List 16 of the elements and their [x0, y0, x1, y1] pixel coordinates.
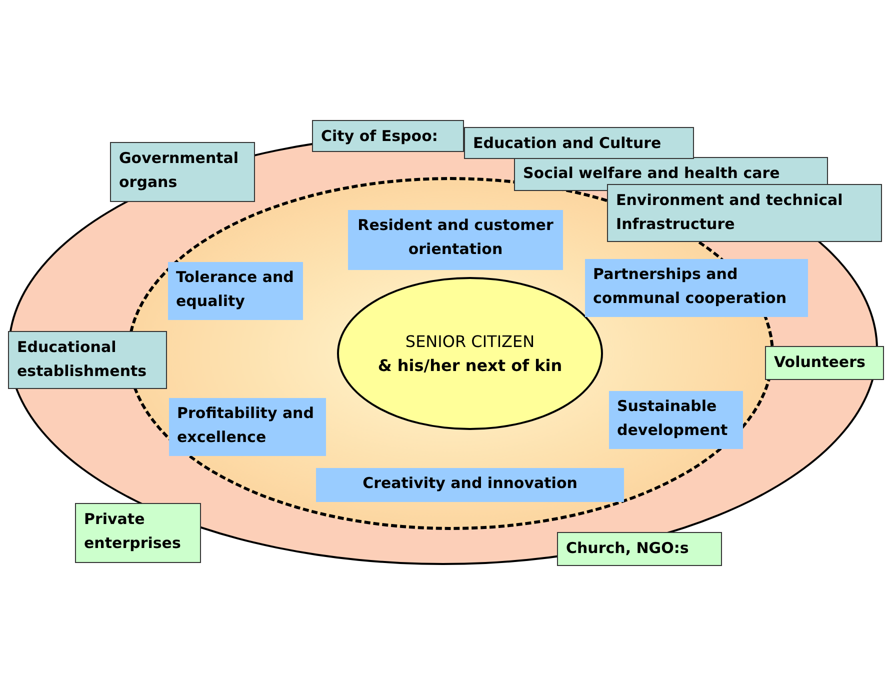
stakeholder-box: Church, NGO:s	[557, 532, 722, 566]
stakeholder-box: Education and Culture	[464, 127, 694, 159]
value-box: Creativity and innovation	[316, 468, 624, 502]
value-box: Partnerships and communal cooperation	[585, 259, 808, 317]
stakeholder-box: Private enterprises	[75, 503, 201, 563]
value-box: Tolerance and equality	[168, 262, 303, 320]
stakeholder-box: Governmental organs	[110, 142, 255, 202]
stakeholder-box: City of Espoo:	[312, 120, 464, 152]
value-box: Profitability and excellence	[169, 398, 326, 456]
stakeholder-box: Educational establishments	[8, 331, 167, 389]
value-box: Resident and customer orientation	[348, 210, 563, 270]
heading-text: SENIOR CITIZEN	[404, 330, 536, 352]
subheading-text: & his/her next of kin	[376, 354, 564, 376]
stakeholder-box: Environment and technical Infrastructure	[607, 184, 882, 242]
value-box: Sustainable development	[609, 391, 743, 449]
stakeholder-box: Volunteers	[765, 346, 884, 380]
